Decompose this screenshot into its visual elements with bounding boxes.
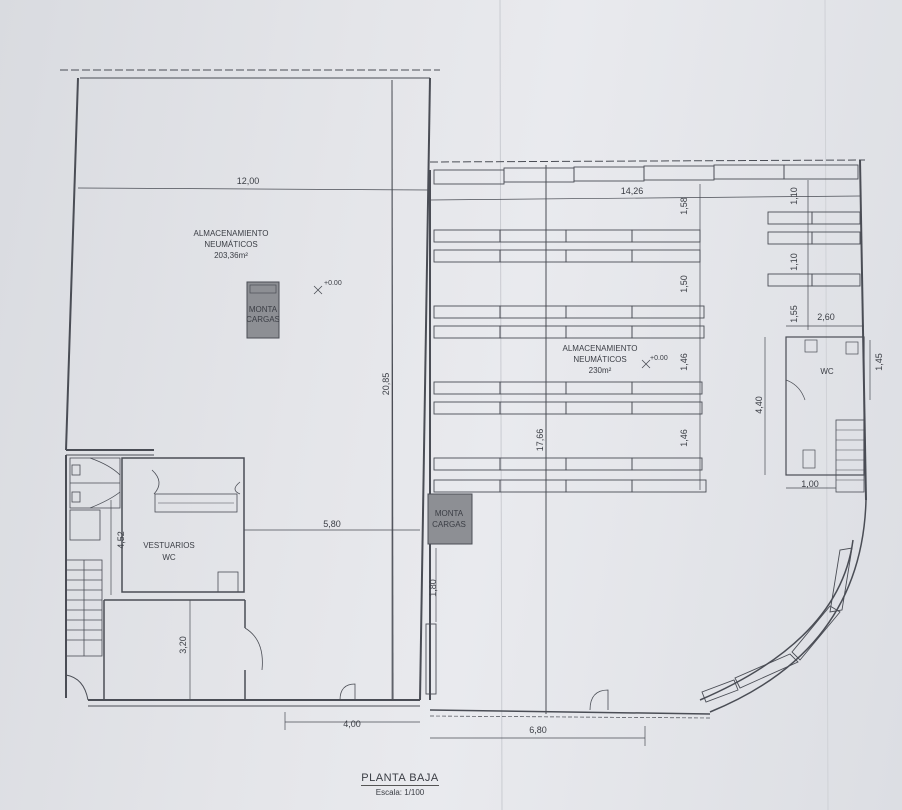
left-wc-cubicles	[69, 457, 121, 541]
left-lift-label: CARGAS	[246, 315, 280, 324]
changing-room-walls	[103, 457, 263, 700]
title-block: PLANTA BAJA Escala: 1/100	[330, 768, 470, 797]
storage-racks	[425, 164, 861, 695]
right-dimension-lines	[429, 165, 871, 746]
wc-right-label: WC	[820, 367, 834, 376]
dim-12-00: 12,00	[237, 176, 260, 186]
dim-1-10: 1,10	[789, 253, 799, 271]
dim-14-26: 14,26	[621, 186, 644, 196]
dim-17-66: 17,66	[535, 429, 545, 452]
level-left: +0.00	[324, 280, 342, 287]
dim-1-46: 1,46	[679, 429, 689, 447]
paper-fold	[824, 0, 829, 810]
dim-4-52: 4,52	[116, 531, 126, 549]
dim-1-45: 1,45	[874, 353, 884, 371]
changing-room-label: WC	[162, 553, 176, 562]
storage-left-area: 203,36m²	[214, 251, 248, 260]
dim-1-58: 1,58	[679, 197, 689, 215]
right-lift-label: CARGAS	[432, 520, 466, 529]
dim-1-80: 1,80	[428, 579, 438, 597]
dim-20-85: 20,85	[381, 373, 391, 396]
dim-6-80: 6,80	[529, 725, 547, 735]
dim-4-40: 4,40	[754, 396, 764, 414]
dim-5-80: 5,80	[323, 519, 341, 529]
dim-1-55: 1,55	[789, 305, 799, 323]
dim-1-50: 1,50	[679, 275, 689, 293]
plan-title: PLANTA BAJA	[361, 772, 439, 786]
right-freight-lift	[427, 493, 473, 545]
right-wc-walls	[785, 336, 865, 493]
right-entrance-door	[589, 689, 609, 711]
left-lift-label: MONTA	[249, 305, 278, 314]
storage-right-label: NEUMÁTICOS	[573, 355, 626, 364]
left-dimension-lines	[77, 80, 431, 730]
level-right: +0.00	[650, 355, 668, 362]
dim-1-10: 1,10	[789, 187, 799, 205]
storage-left-label: ALMACENAMIENTO	[194, 229, 269, 238]
dim-4-00: 4,00	[343, 719, 361, 729]
left-stairs	[65, 559, 103, 657]
curved-racks	[701, 547, 853, 703]
changing-room-label: VESTUARIOS	[143, 541, 195, 550]
paper-fold	[499, 0, 503, 810]
left-entrance-door	[339, 683, 356, 701]
level-marker-icon	[313, 285, 651, 369]
storage-right-label: ALMACENAMIENTO	[563, 344, 638, 353]
storage-left-label: NEUMÁTICOS	[204, 240, 257, 249]
left-freight-lift	[246, 281, 280, 339]
plan-scale: Escala: 1/100	[375, 788, 425, 797]
dim-2-60: 2,60	[817, 312, 835, 322]
dim-3-20: 3,20	[178, 636, 188, 654]
storage-right-area: 230m²	[589, 366, 612, 375]
right-lift-label: MONTA	[435, 509, 464, 518]
dim-1-00: 1,00	[801, 479, 819, 489]
dim-1-46: 1,46	[679, 353, 689, 371]
